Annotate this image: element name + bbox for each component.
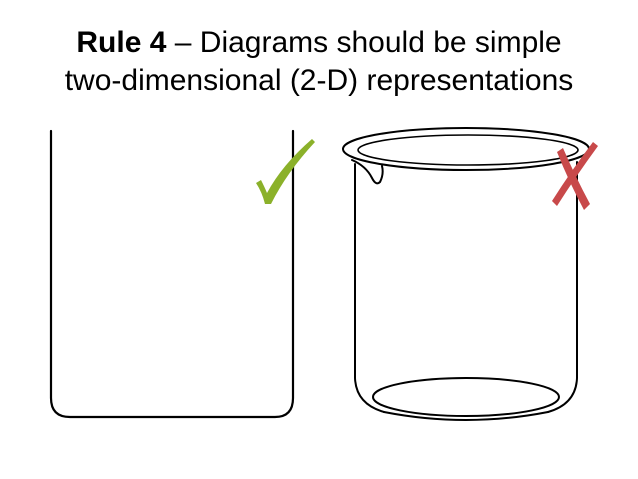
beaker-3d — [342, 127, 590, 421]
beaker-3d-rim-inner — [357, 134, 579, 166]
cross-mark-stroke-2 — [552, 142, 598, 206]
title-line-2: two-dimensional (2-D) representations — [64, 64, 574, 97]
beaker-3d-bottom-outer — [383, 411, 549, 421]
title-rule-text: – Diagrams should be simple — [166, 26, 562, 59]
cross-mark-icon — [552, 142, 598, 210]
beaker-2d-outline — [49, 129, 295, 419]
title-line-1: Rule 4 – Diagrams should be simple — [0, 24, 638, 62]
beaker-3d-right-wall — [547, 161, 578, 413]
title-rule-label: Rule 4 — [76, 26, 167, 59]
slide-title: Rule 4 – Diagrams should be simple two-d… — [0, 24, 638, 100]
beaker-3d-spout — [351, 159, 384, 185]
beaker-3d-left-wall — [354, 163, 385, 413]
check-mark-icon — [256, 139, 315, 204]
beaker-3d-base — [372, 377, 560, 417]
